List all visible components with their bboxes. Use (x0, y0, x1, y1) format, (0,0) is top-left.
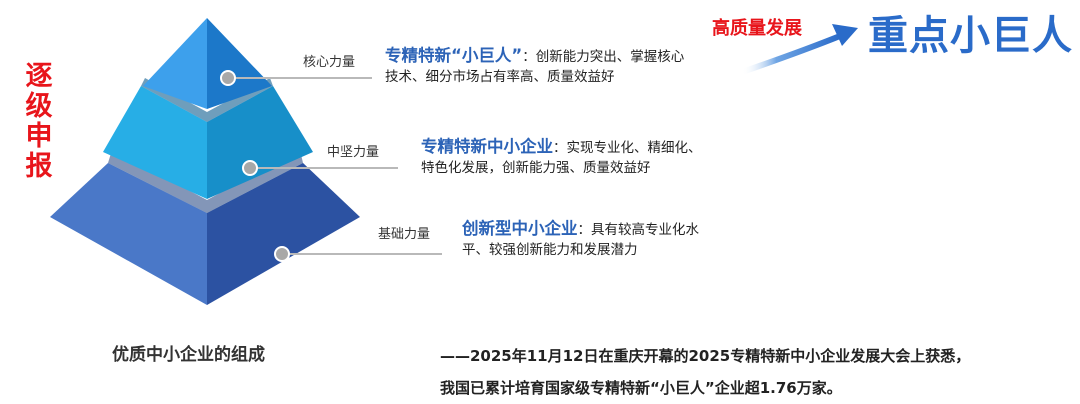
level-highlight-foundation: 创新型中小企业 (462, 219, 578, 238)
level-highlight-core: 专精特新“小巨人” (385, 46, 523, 65)
side-title: 逐级申报 (25, 61, 53, 182)
pyramid-tier-middle (103, 78, 313, 199)
footnote-line1: ——2025年11月12日在重庆开幕的2025专精特新中小企业发展大会上获悉， (440, 347, 971, 365)
tier-base-right-face (207, 163, 360, 305)
growth-arrow (739, 24, 858, 75)
level-desc-foundation-line1: ：具有较高专业化水 (577, 222, 700, 238)
level-label-backbone: 中坚力量 (327, 145, 380, 160)
level-desc-core: 专精特新“小巨人”：创新能力突出、掌握核心 技术、细分市场占有率高、质量效益好 (385, 46, 745, 87)
growth-arrow-curve (739, 33, 843, 75)
footnote-line2: 我国已累计培育国家级专精特新“小巨人”企业超1.76万家。 (440, 379, 842, 397)
level-desc-core-line1: ：创新能力突出、掌握核心 (522, 49, 685, 65)
connector-dot-core (220, 70, 236, 86)
level-label-core: 核心力量 (303, 55, 356, 70)
tier-top-right-face (207, 18, 272, 109)
header-sub-label: 高质量发展 (712, 18, 802, 39)
level-desc-foundation-line2: 平、较强创新能力和发展潜力 (462, 242, 638, 258)
tier-middle-left-face (103, 86, 207, 199)
tier-base-left-face (50, 163, 207, 305)
level-desc-backbone-line2: 特色化发展，创新能力强、质量效益好 (421, 160, 651, 176)
tier-base-shadow (108, 150, 303, 213)
pyramid-tier-base (50, 150, 360, 305)
level-highlight-backbone: 专精特新中小企业 (421, 137, 553, 156)
tier-middle-right-face (207, 86, 313, 199)
connector-dot-foundation (274, 246, 290, 262)
level-desc-foundation: 创新型中小企业：具有较高专业化水 平、较强创新能力和发展潜力 (462, 219, 762, 260)
level-desc-backbone: 专精特新中小企业：实现专业化、精细化、 特色化发展，创新能力强、质量效益好 (421, 137, 761, 178)
growth-arrow-head (832, 24, 858, 46)
level-desc-core-line2: 技术、细分市场占有率高、质量效益好 (385, 69, 615, 85)
header-main-label: 重点小巨人 (868, 13, 1073, 59)
pyramid-tier-top (143, 18, 272, 109)
tier-middle-shadow (141, 78, 273, 122)
tier-top-left-face (143, 18, 207, 109)
pyramid-caption: 优质中小企业的组成 (112, 345, 265, 365)
level-desc-backbone-line1: ：实现专业化、精细化、 (553, 140, 702, 156)
connector-dot-backbone (242, 160, 258, 176)
level-label-foundation: 基础力量 (378, 227, 431, 242)
